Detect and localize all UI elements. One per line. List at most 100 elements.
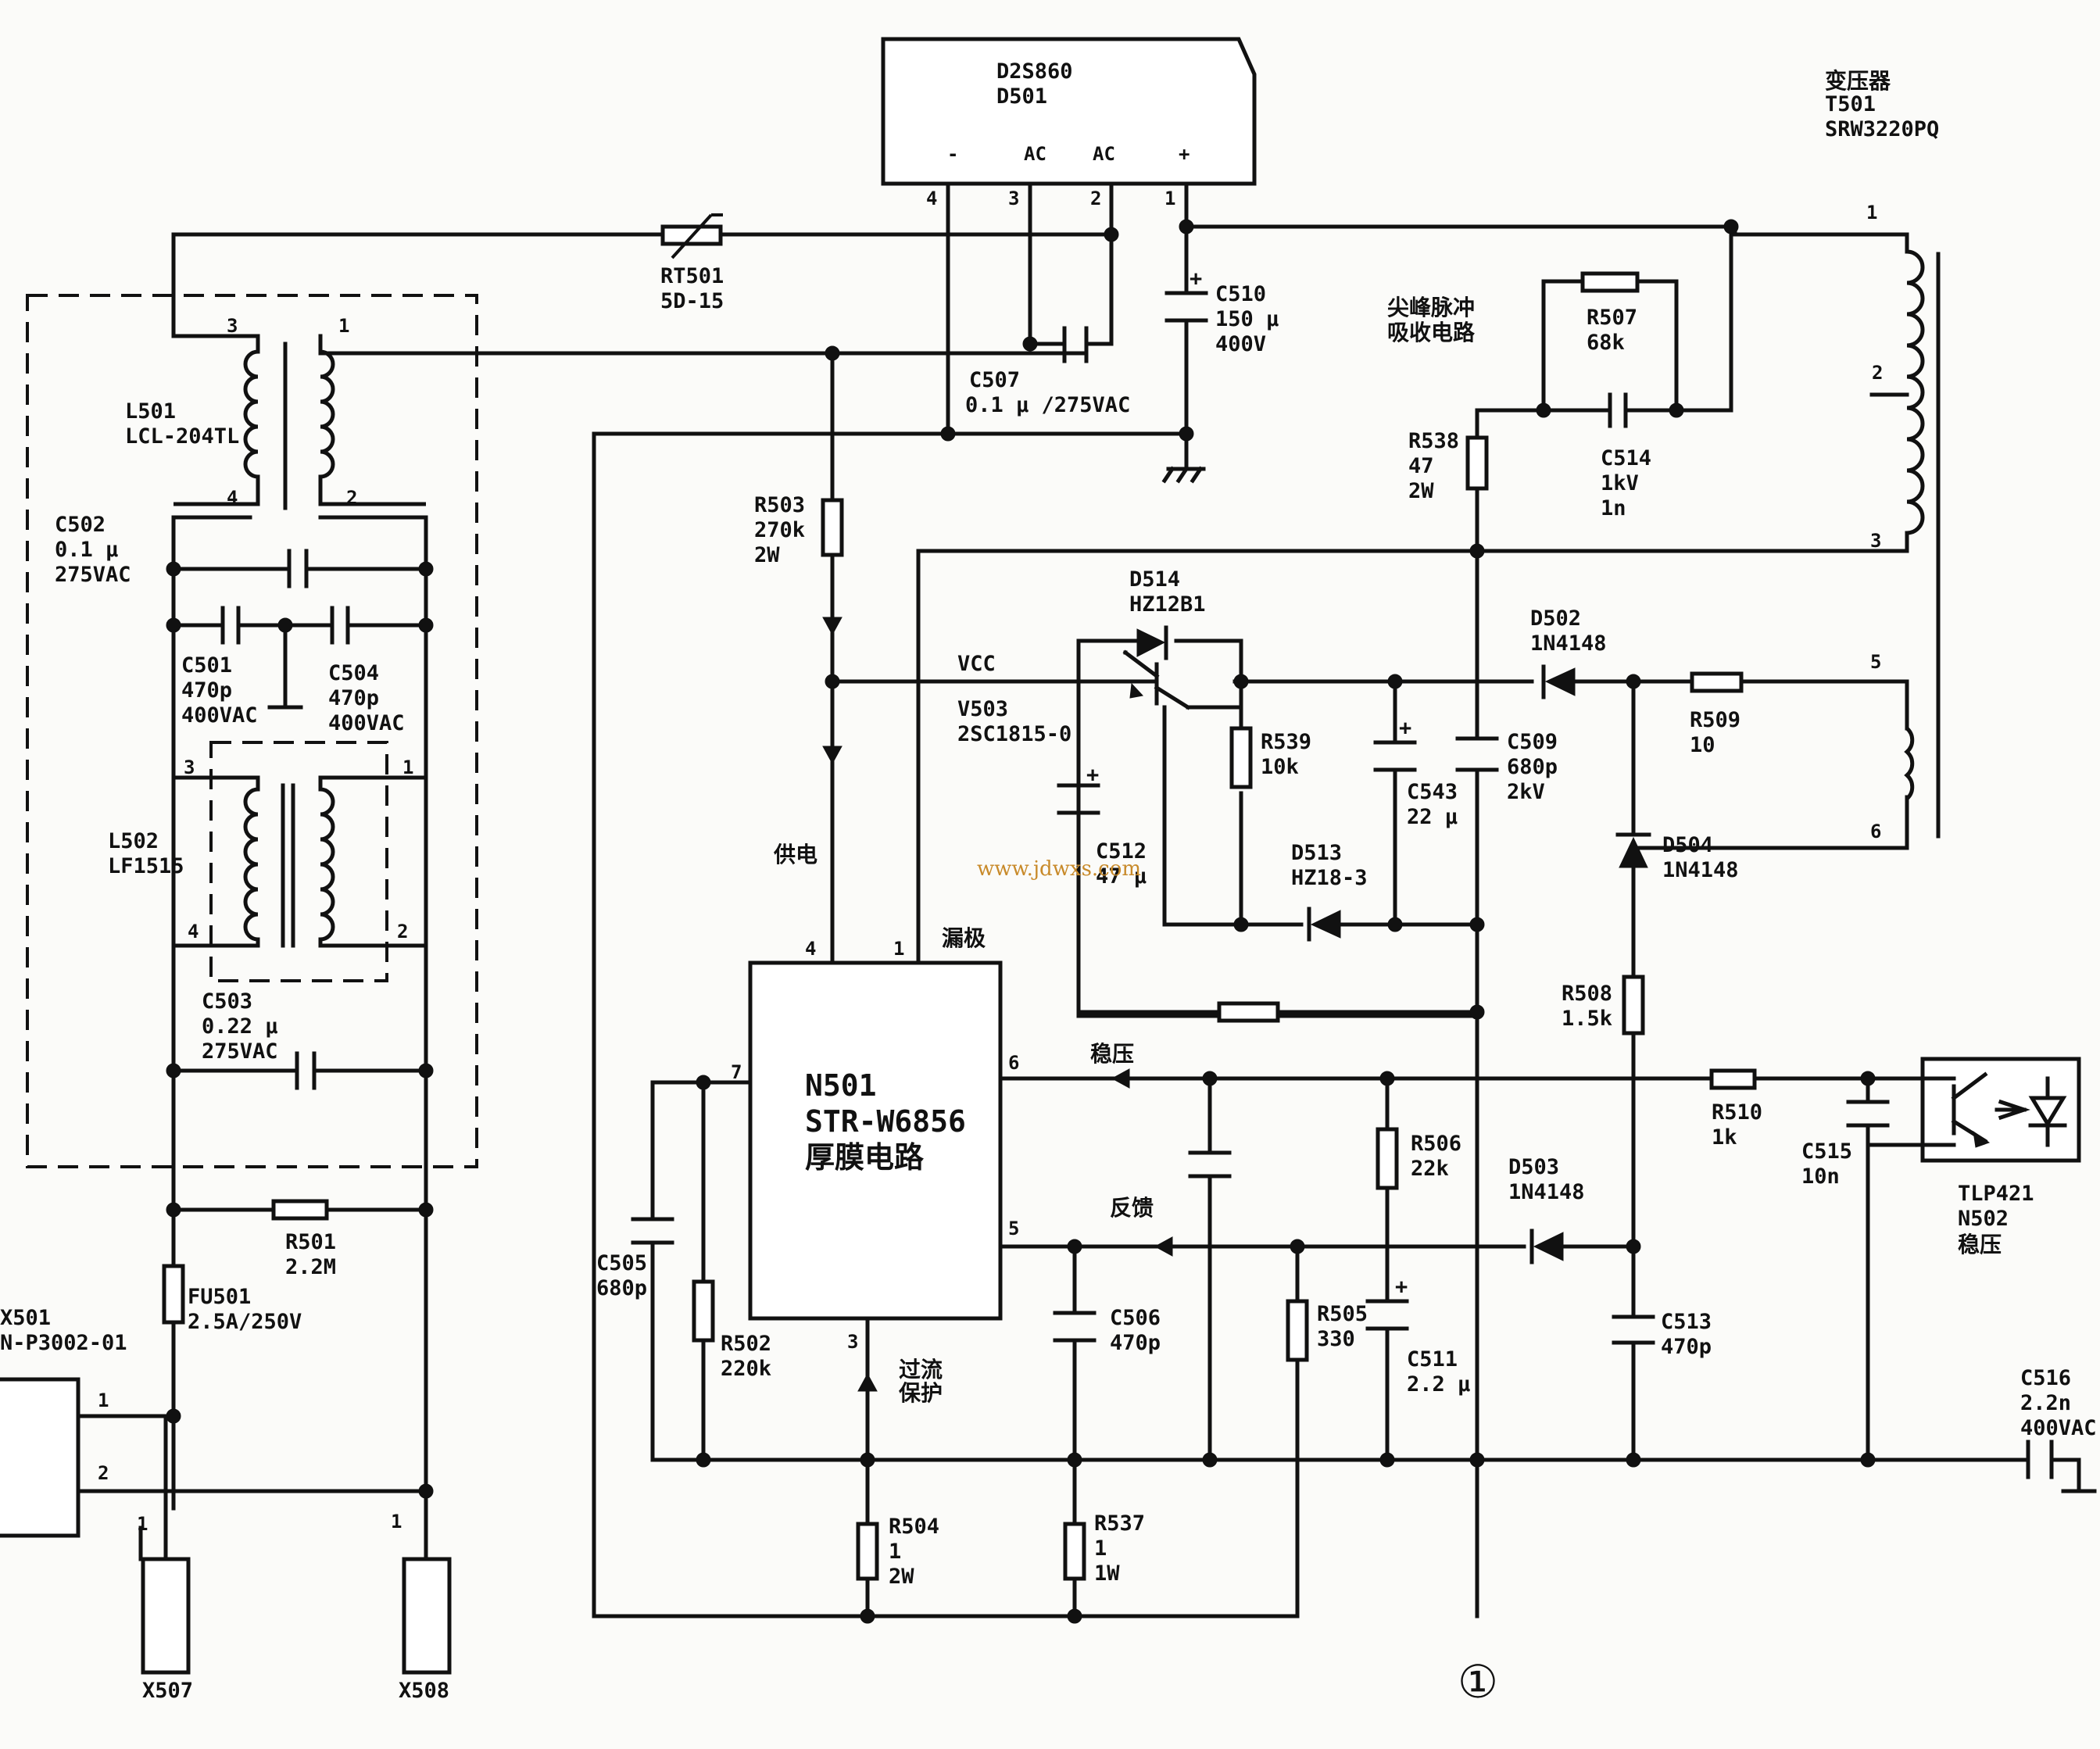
label-components-r509-0: R509 [1690, 708, 1740, 732]
zener-d513: D513 HZ18-3 [1291, 841, 1368, 942]
capacitor-c502: C502 0.1 μ 275VAC [55, 513, 309, 588]
label-components-c501-1: 470p [181, 678, 232, 703]
label-components-c506-1: 470p [1110, 1331, 1161, 1355]
connector-x507: X507 [141, 1414, 193, 1703]
label-components-rt501-1: 5D-15 [660, 289, 724, 313]
label-components-d502-1: 1N4148 [1530, 631, 1607, 656]
label-components-c503-0: C503 [202, 989, 252, 1014]
label-transformer-pins-1: 2 [1872, 362, 1883, 384]
label-components-c509-2: 2kV [1507, 780, 1545, 804]
transformer-t501: 变压器 T501 SRW3220PQ 1 2 3 5 6 [1825, 68, 1941, 842]
label-components-r504-2: 2W [889, 1565, 914, 1589]
label-components-l502_pins-1: 1 [402, 756, 413, 778]
label-components-c509-0: C509 [1507, 730, 1558, 754]
label-components-r507-0: R507 [1587, 306, 1637, 330]
svg-text:+: + [1395, 1275, 1408, 1299]
label-components-x507: X507 [142, 1679, 193, 1703]
label-components-c502-0: C502 [55, 513, 106, 537]
resistor-r501: R501 2.2M [271, 1199, 336, 1279]
label-components-r508-1: 1.5k [1562, 1007, 1612, 1031]
ocp-arrow-icon [857, 1372, 878, 1392]
svg-text:+: + [1086, 763, 1099, 787]
bridge-ref-label: D501 [996, 84, 1047, 109]
net-label-vcc: VCC [957, 652, 996, 676]
label-components-r503-2: 2W [754, 543, 780, 567]
label-components-rt501-0: RT501 [660, 264, 724, 288]
label-components-r506-0: R506 [1411, 1132, 1461, 1156]
label-components-l502_pins-3: 2 [397, 921, 408, 942]
label-components-r507-1: 68k [1587, 331, 1625, 355]
label-components-d504-0: D504 [1662, 833, 1713, 857]
label-transformer-part: SRW3220PQ [1825, 117, 1939, 141]
label-components-c512-1: 47 μ [1096, 864, 1147, 889]
label-components-l502_pins-2: 4 [188, 921, 199, 942]
label-components-r537-2: 1W [1094, 1561, 1120, 1586]
label-components-l501-0: L501 [125, 399, 176, 424]
capacitor-c506: C506 470p [1053, 1306, 1161, 1355]
label-components-c512-0: C512 [1096, 839, 1147, 864]
label-components-r509-1: 10 [1690, 733, 1715, 757]
diode-d502: D502 1N4148 [1530, 606, 1607, 699]
capacitor-c512: + C512 47 μ [1057, 763, 1147, 889]
capacitor-c511: + C511 2.2 μ [1365, 1275, 1470, 1397]
connector-x508: X508 [399, 1557, 452, 1703]
capacitor-c510: + C510 150 μ 400V [1164, 266, 1279, 356]
label-components-l501_pins-2: 4 [227, 487, 238, 509]
label-components-c513-0: C513 [1661, 1310, 1712, 1334]
label-components-c504-2: 400VAC [328, 711, 405, 735]
label-ic-pins-p1: 1 [893, 938, 904, 960]
bridge-pin-ac2: AC [1093, 143, 1115, 165]
connector-x501: X501 N-P3002-01 1 2 1 1 [0, 1306, 402, 1538]
label-components-r505-0: R505 [1317, 1302, 1368, 1326]
regulate-arrow-icon [1111, 1068, 1130, 1089]
ic-desc-label: 厚膜电路 [805, 1140, 925, 1175]
net-label-ocp-1: 过流 [899, 1357, 943, 1382]
label-components-v503-1: 2SC1815-0 [957, 722, 1071, 746]
diode-d504: D504 1N4148 [1615, 832, 1739, 882]
label-components-c516-0: C516 [2020, 1366, 2071, 1390]
label-components-c543-1: 22 μ [1407, 805, 1458, 829]
label-components-x501-1: N-P3002-01 [0, 1331, 127, 1355]
label-components-x501_pins-2: 1 [137, 1513, 148, 1535]
label-components-c509-1: 680p [1507, 755, 1558, 779]
bridge-pin-ac1: AC [1024, 143, 1046, 165]
label-components-c504-1: 470p [328, 686, 379, 710]
label-components-l501_pins-0: 3 [227, 315, 238, 337]
resistor-r537: R537 1 1W [1063, 1511, 1145, 1586]
diode-d503: D503 1N4148 [1508, 1155, 1585, 1264]
optocoupler-n502: TLP421 N502 稳压 [1920, 1057, 2081, 1257]
label-components-r539-1: 10k [1261, 755, 1299, 779]
resistor-r508: R508 1.5k [1562, 975, 1645, 1035]
label-components-n502-1: N502 [1958, 1207, 2009, 1231]
capacitor-c504: C504 470p 400VAC [328, 606, 405, 735]
label-components-r510-1: 1k [1712, 1125, 1737, 1150]
label-components-c503-1: 0.22 μ [202, 1014, 278, 1039]
watermark-text: www.jdwxs.com [977, 857, 1141, 881]
svg-text:+: + [1399, 716, 1411, 740]
emi-filter-box [26, 294, 478, 1168]
capacitor-c543: + C543 22 μ [1373, 716, 1458, 829]
label-components-d504-1: 1N4148 [1662, 858, 1739, 882]
snubber-circuit: 尖峰脉冲 吸收电路 R507 68k C514 1kV 1n R538 47 2… [1387, 271, 1651, 520]
label-snubber_title-0: 尖峰脉冲 [1387, 295, 1475, 320]
label-components-d514-0: D514 [1129, 567, 1180, 592]
capacitor-c515: C515 10n [1801, 1100, 1890, 1189]
label-components-d514-1: HZ12B1 [1129, 592, 1206, 617]
svg-text:+: + [1190, 266, 1202, 291]
label-components-d513-1: HZ18-3 [1291, 866, 1368, 890]
ic-ref-label: N501 [805, 1068, 877, 1103]
zener-d514: D514 HZ12B1 [1129, 567, 1206, 660]
label-components-c513-1: 470p [1661, 1335, 1712, 1359]
label-components-c516-1: 2.2n [2020, 1391, 2071, 1415]
label-components-c514-0: C514 [1601, 446, 1651, 470]
label-components-r537-1: 1 [1094, 1536, 1107, 1561]
net-label-feedback: 反馈 [1110, 1195, 1154, 1221]
label-transformer-ref: T501 [1825, 92, 1876, 116]
label-components-x501_pins-1: 2 [98, 1462, 109, 1484]
resistor-r503: R503 270k 2W [754, 493, 844, 765]
label-components-c514-1: 1kV [1601, 471, 1639, 495]
bridge-pin-minus: - [947, 143, 958, 165]
label-components-x501_pins-3: 1 [391, 1511, 402, 1533]
label-components-r505-1: 330 [1317, 1327, 1355, 1351]
